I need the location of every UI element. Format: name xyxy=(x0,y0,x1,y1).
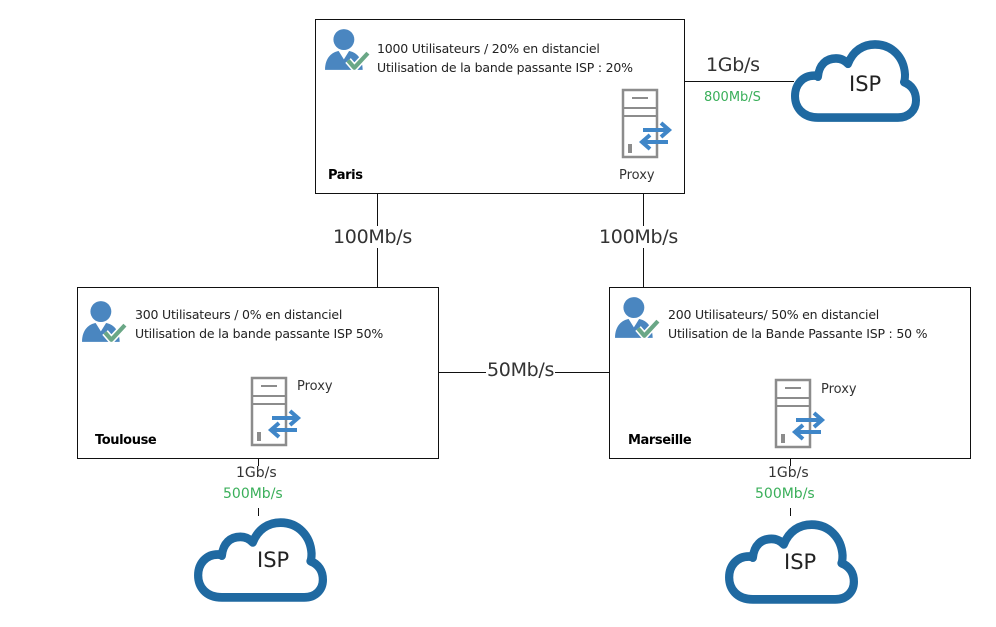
site-paris-bandwidth: Utilisation de la bande passante ISP : 2… xyxy=(377,60,633,75)
site-paris-proxy-label: Proxy xyxy=(619,168,655,183)
link-marseille-isp-line-bottom xyxy=(790,508,791,516)
proxy-server-icon[interactable] xyxy=(774,378,826,450)
site-toulouse-bandwidth: Utilisation de la bande passante ISP 50% xyxy=(135,326,384,341)
isp-cloud-marseille[interactable]: ISP xyxy=(724,518,858,606)
isp-label: ISP xyxy=(257,548,290,572)
link-paris-isp-capacity: 1Gb/s xyxy=(704,54,762,76)
site-toulouse-users: 300 Utilisateurs / 0% en distanciel xyxy=(135,307,343,322)
site-marseille-users: 200 Utilisateurs/ 50% en distanciel xyxy=(668,307,880,322)
site-toulouse: 300 Utilisateurs / 0% en distanciel Util… xyxy=(77,287,439,459)
link-toulouse-isp-capacity: 1Gb/s xyxy=(236,465,277,481)
isp-cloud-toulouse[interactable]: ISP xyxy=(193,516,327,604)
link-marseille-isp-line-top xyxy=(790,458,791,466)
site-toulouse-name: Toulouse xyxy=(95,433,157,448)
site-paris-users: 1000 Utilisateurs / 20% en distanciel xyxy=(377,41,600,56)
link-toulouse-isp-line-bottom xyxy=(258,508,259,516)
proxy-server-icon[interactable] xyxy=(621,88,673,160)
site-marseille-proxy-label: Proxy xyxy=(821,382,857,397)
link-paris-toulouse-label: 100Mb/s xyxy=(333,226,412,248)
site-marseille: 200 Utilisateurs/ 50% en distanciel Util… xyxy=(609,287,971,459)
link-marseille-isp-capacity: 1Gb/s xyxy=(768,465,809,481)
site-paris: 1000 Utilisateurs / 20% en distanciel Ut… xyxy=(315,19,685,194)
user-check-icon xyxy=(81,300,127,344)
user-check-icon xyxy=(614,296,660,340)
link-paris-isp-usage: 800Mb/S xyxy=(704,90,761,105)
link-paris-marseille-label: 100Mb/s xyxy=(599,226,678,248)
isp-label: ISP xyxy=(849,72,882,96)
site-marseille-name: Marseille xyxy=(628,433,692,448)
site-paris-name: Paris xyxy=(328,168,363,183)
isp-cloud-paris[interactable]: ISP xyxy=(790,38,920,124)
link-toulouse-isp-line-top xyxy=(258,458,259,466)
site-marseille-bandwidth: Utilisation de la Bande Passante ISP : 5… xyxy=(668,326,928,341)
link-toulouse-isp-usage: 500Mb/s xyxy=(223,486,283,502)
user-check-icon xyxy=(324,28,370,72)
link-marseille-isp-usage: 500Mb/s xyxy=(755,486,815,502)
isp-label: ISP xyxy=(784,550,817,574)
link-paris-isp-line xyxy=(684,81,794,82)
site-toulouse-proxy-label: Proxy xyxy=(297,379,333,394)
link-toulouse-marseille-label: 50Mb/s xyxy=(486,359,556,381)
proxy-server-icon[interactable] xyxy=(250,376,302,448)
